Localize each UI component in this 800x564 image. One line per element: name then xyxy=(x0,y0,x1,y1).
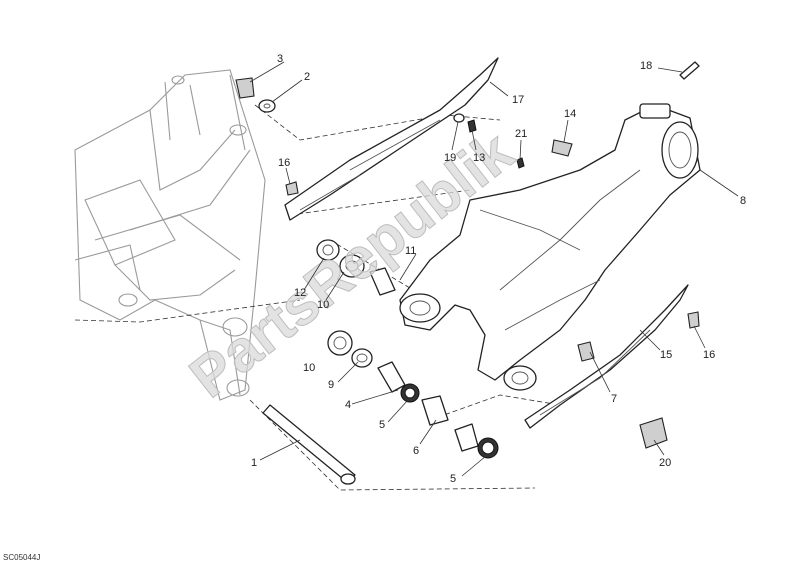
callout-3: 3 xyxy=(277,53,283,65)
callout-19: 19 xyxy=(444,152,456,164)
callout-4: 4 xyxy=(345,399,351,411)
callout-16-right: 16 xyxy=(703,349,715,361)
chain-guard-upper xyxy=(284,57,499,221)
callout-18: 18 xyxy=(640,60,652,72)
fasteners xyxy=(235,61,700,449)
callout-12: 12 xyxy=(294,287,306,299)
callout-16-left: 16 xyxy=(278,157,290,169)
callout-numbers: 1 2 3 4 5 5 6 7 8 9 10 10 11 12 13 14 15… xyxy=(251,53,746,485)
callout-15: 15 xyxy=(660,349,672,361)
callout-8: 8 xyxy=(740,195,746,207)
callout-6: 6 xyxy=(413,445,419,457)
callout-5-lower: 5 xyxy=(450,473,456,485)
leader-lines xyxy=(249,61,739,477)
chain-slider-lower xyxy=(524,284,689,429)
bearings xyxy=(316,239,499,459)
callout-1: 1 xyxy=(251,457,257,469)
callout-21: 21 xyxy=(515,128,527,140)
callout-9: 9 xyxy=(328,379,334,391)
swingarm xyxy=(399,103,701,391)
callout-5-upper: 5 xyxy=(379,419,385,431)
callout-13: 13 xyxy=(473,152,485,164)
callout-11: 11 xyxy=(405,245,416,257)
callout-17: 17 xyxy=(512,94,524,106)
callout-20: 20 xyxy=(659,457,671,469)
frame-outline xyxy=(74,69,266,401)
callout-10-lower: 10 xyxy=(303,362,315,374)
drawing-code: SC05044J xyxy=(3,553,40,562)
spindle xyxy=(262,404,356,485)
callout-14: 14 xyxy=(564,108,576,120)
callout-10-upper: 10 xyxy=(317,299,329,311)
callout-2: 2 xyxy=(304,71,310,83)
callout-7: 7 xyxy=(611,393,617,405)
